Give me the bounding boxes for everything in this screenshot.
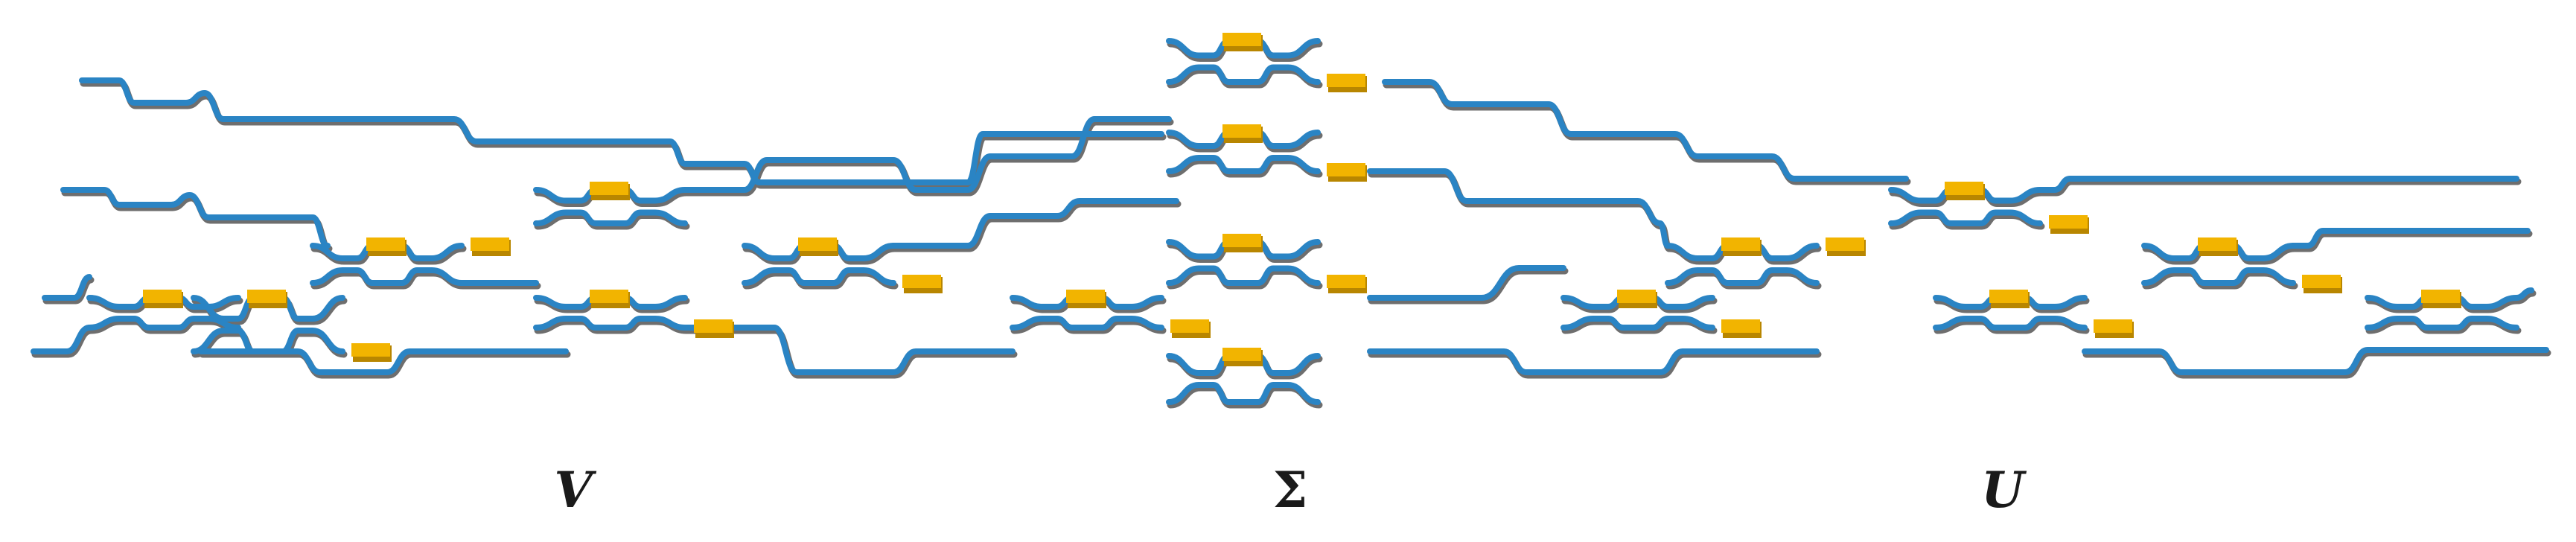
phase-shifter xyxy=(143,290,183,308)
waveguide-22 xyxy=(682,325,1016,375)
phase-shifter xyxy=(2094,319,2134,338)
waveguide-51 xyxy=(2082,347,2549,375)
phase-shifter xyxy=(1721,237,1762,256)
phase-shifter xyxy=(471,237,511,256)
waveguide-52 xyxy=(2513,287,2534,301)
block-label-v: V xyxy=(554,461,593,519)
waveguide-9 xyxy=(310,267,465,286)
waveguide-35 xyxy=(1367,265,1566,301)
waveguide-15 xyxy=(533,316,688,331)
waveguide-2 xyxy=(60,187,331,249)
waveguide-19 xyxy=(1010,316,1164,331)
waveguide-36 xyxy=(1367,348,1820,375)
waveguide-30 xyxy=(1166,265,1321,286)
phase-shifter xyxy=(694,319,734,338)
phase-shifter xyxy=(590,290,630,308)
waveguide-24 xyxy=(563,131,1164,185)
waveguide-38 xyxy=(1665,267,1820,286)
phase-shifter xyxy=(351,343,392,362)
phase-shifter xyxy=(1222,33,1263,51)
waveguide-layer xyxy=(31,38,2549,405)
phase-shifter xyxy=(1721,319,1762,338)
waveguide-32 xyxy=(1166,382,1321,405)
phase-shifter xyxy=(366,237,407,256)
block-label-sigma: Σ xyxy=(1272,461,1308,519)
waveguide-shadow xyxy=(1368,170,1673,252)
waveguide-11 xyxy=(191,328,345,354)
phase-shifter xyxy=(1170,319,1211,338)
waveguide-4 xyxy=(31,325,92,354)
waveguide-26 xyxy=(1166,64,1321,85)
waveguide-shadow xyxy=(2038,178,2522,197)
waveguide-34 xyxy=(1367,168,1671,249)
phase-shifter xyxy=(2302,275,2342,293)
waveguide-5 xyxy=(198,348,569,375)
waveguide-23 xyxy=(890,198,1179,249)
phase-shifter xyxy=(1066,290,1106,308)
waveguide-shadow xyxy=(2291,230,2533,252)
waveguide-42 xyxy=(1888,209,2043,226)
waveguide-17 xyxy=(742,267,896,286)
phase-shifter xyxy=(1989,290,2030,308)
phase-shifter xyxy=(2198,237,2238,256)
phase-shifter xyxy=(1222,348,1263,366)
waveguide-shadow xyxy=(891,200,1182,252)
phase-shifter xyxy=(590,182,630,200)
waveguide-13 xyxy=(533,209,688,226)
waveguide-44 xyxy=(1933,316,2088,331)
block-label-u: U xyxy=(1981,461,2024,519)
phase-shifter xyxy=(1222,124,1263,143)
waveguide-33 xyxy=(1382,79,1909,182)
waveguide-48 xyxy=(2365,316,2519,331)
waveguide-shadow xyxy=(80,80,571,148)
phase-shifter xyxy=(1617,290,1657,308)
phase-shifter xyxy=(798,237,838,256)
waveguide-21 xyxy=(682,116,1172,193)
phase-shifter xyxy=(2421,290,2461,308)
waveguide-49 xyxy=(2037,176,2519,193)
phase-shifter xyxy=(1327,275,1367,293)
phase-shifter xyxy=(1327,163,1367,182)
phase-shifter xyxy=(1945,182,1985,200)
waveguide-50 xyxy=(2290,228,2531,249)
waveguide-3 xyxy=(42,274,92,301)
phase-shifter xyxy=(1826,237,1866,256)
phase-shifter xyxy=(2049,215,2089,234)
phase-shifter xyxy=(1222,234,1263,252)
waveguide-1 xyxy=(79,77,569,144)
waveguide-shadow xyxy=(2514,290,2537,305)
phase-shifter-layer xyxy=(143,33,2461,366)
phase-shifter xyxy=(247,290,287,308)
phase-shifter xyxy=(902,275,943,293)
waveguide-40 xyxy=(1560,316,1715,331)
phase-shifter xyxy=(1327,74,1367,92)
waveguide-28 xyxy=(1166,155,1321,174)
waveguide-46 xyxy=(2141,267,2296,286)
